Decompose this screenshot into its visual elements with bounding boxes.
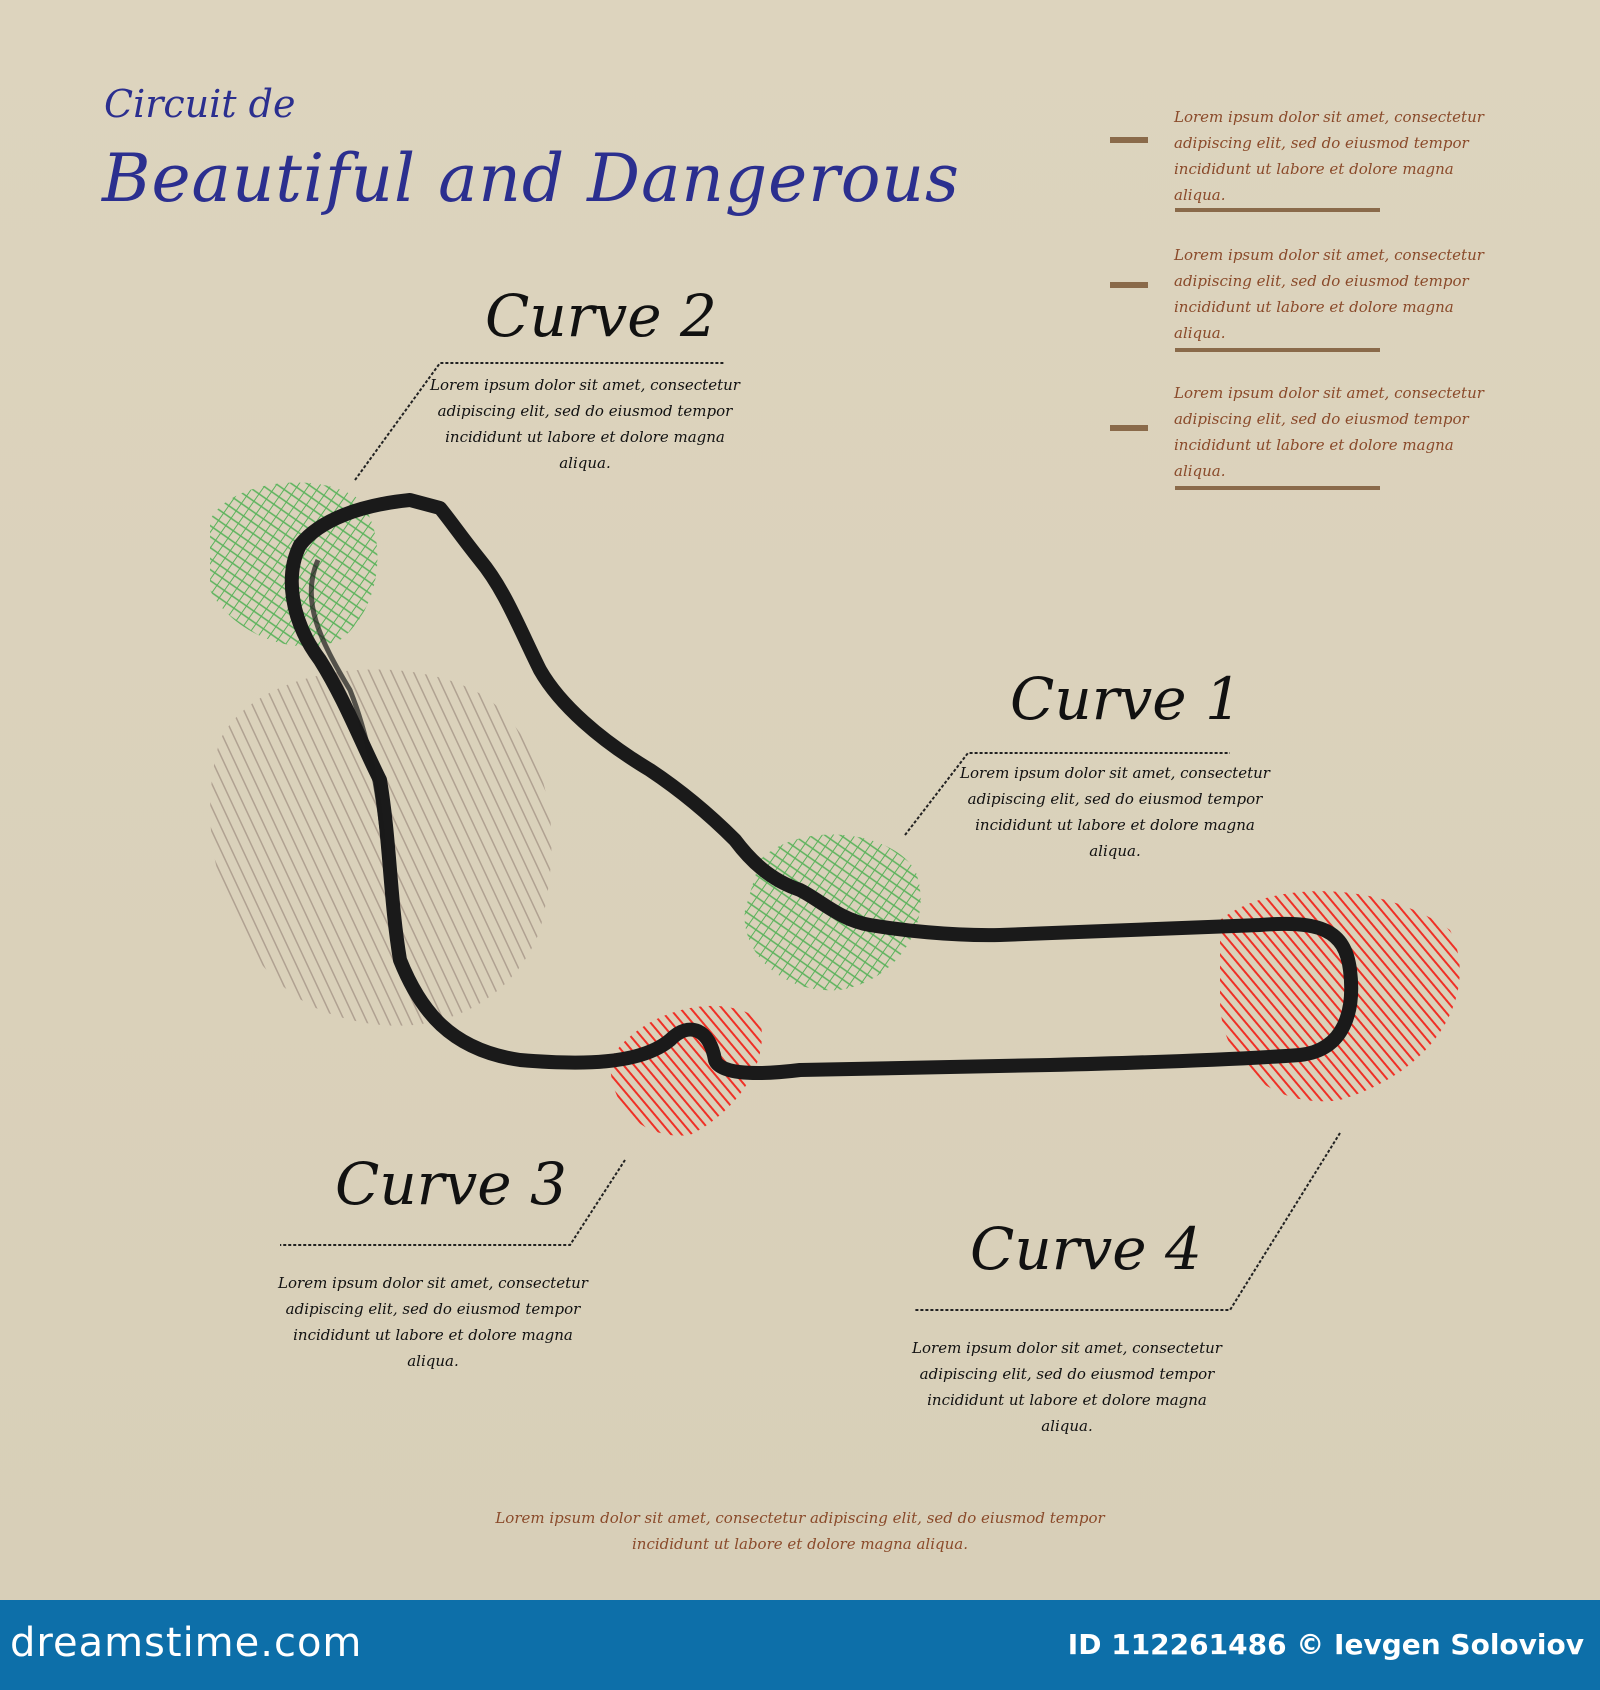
curve3-description: Lorem ipsum dolor sit amet, consectetur … xyxy=(278,1274,588,1370)
curve2-description: Lorem ipsum dolor sit amet, consectetur … xyxy=(430,376,740,472)
circuit-diagram xyxy=(210,137,1460,1311)
curve1-description: Lorem ipsum dolor sit amet, consectetur … xyxy=(960,764,1270,860)
curve4-label: Curve 4 xyxy=(970,1215,1202,1283)
curve1-label: Curve 1 xyxy=(1010,665,1242,733)
curve4-danger-zone xyxy=(1220,891,1460,1102)
curve3-danger-zone xyxy=(610,1005,762,1136)
gravel-zone xyxy=(210,669,552,1026)
circuit-track xyxy=(284,493,1359,1080)
paper-background: Circuit de Beautiful and Dangerous xyxy=(0,0,1600,1600)
watermark-bar: dreamstime.com ID 112261486 © Ievgen Sol… xyxy=(0,1600,1600,1690)
side-note-1: Lorem ipsum dolor sit amet, consectetur … xyxy=(1174,108,1484,204)
side-note-2: Lorem ipsum dolor sit amet, consectetur … xyxy=(1174,246,1484,342)
curve2-label: Curve 2 xyxy=(485,282,717,350)
side-note-3: Lorem ipsum dolor sit amet, consectetur … xyxy=(1174,384,1484,480)
curve3-leader-line xyxy=(280,1159,626,1246)
footer-note: Lorem ipsum dolor sit amet, consectetur … xyxy=(495,1509,1105,1553)
curve3-label: Curve 3 xyxy=(335,1150,567,1218)
title-prefix: Circuit de xyxy=(104,82,296,126)
page-title: Beautiful and Dangerous xyxy=(102,140,960,217)
circuit-track-inner-stroke xyxy=(308,558,388,861)
curve4-description: Lorem ipsum dolor sit amet, consectetur … xyxy=(912,1339,1222,1435)
watermark-site: dreamstime.com xyxy=(10,1620,363,1666)
watermark-credit: ID 112261486 © Ievgen Soloviov xyxy=(1067,1628,1584,1661)
